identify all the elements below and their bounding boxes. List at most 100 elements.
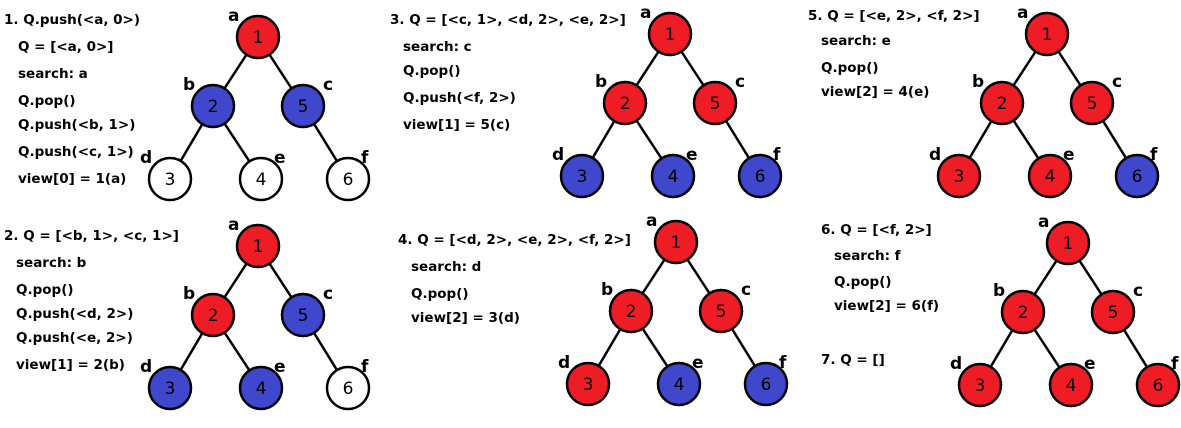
node-label: f xyxy=(361,357,369,377)
tree-node-c: 5c xyxy=(698,280,751,334)
node-value: 3 xyxy=(975,376,986,396)
node-value: 6 xyxy=(343,170,354,190)
tree-node-a: 1a xyxy=(1017,3,1070,57)
tree-node-d: 3d xyxy=(552,145,605,199)
tree-node-c: 5c xyxy=(1090,281,1143,335)
tree-node-d: 3d xyxy=(929,145,982,199)
node-value: 4 xyxy=(1045,167,1056,187)
node-label: e xyxy=(692,353,704,373)
node-label: b xyxy=(183,75,195,95)
node-label: b xyxy=(601,280,613,300)
node-value: 1 xyxy=(1063,234,1074,254)
node-circle xyxy=(235,223,281,269)
node-label: d xyxy=(929,145,941,165)
node-value: 1 xyxy=(665,25,676,45)
node-label: f xyxy=(1171,354,1179,374)
node-value: 6 xyxy=(1153,376,1164,396)
step-line: Q.pop() xyxy=(834,274,892,290)
node-circle xyxy=(1024,11,1070,57)
step-line: search: c xyxy=(403,39,472,55)
node-circle xyxy=(602,80,648,126)
node-value: 1 xyxy=(671,233,682,253)
node-value: 5 xyxy=(710,94,721,114)
node-circle xyxy=(698,288,744,334)
node-label: f xyxy=(1150,145,1158,165)
node-circle xyxy=(238,365,284,411)
tree-node-a: 1a xyxy=(228,6,281,60)
node-value: 2 xyxy=(1018,303,1029,323)
node-label: f xyxy=(773,145,781,165)
node-label: d xyxy=(558,353,570,373)
node-value: 4 xyxy=(674,375,685,395)
tree-diagram-3: 1a 2b 5c 3d 4e 6f xyxy=(552,3,783,199)
node-value: 4 xyxy=(256,170,267,190)
node-circle xyxy=(656,361,702,407)
node-circle xyxy=(280,83,326,129)
node-value: 6 xyxy=(343,379,354,399)
node-value: 5 xyxy=(716,302,727,322)
step-line: 5. Q = [<e, 2>, <f, 2>] xyxy=(808,8,980,24)
node-label: e xyxy=(1084,354,1096,374)
tree-node-e: 4e xyxy=(650,145,698,199)
node-value: 4 xyxy=(668,167,679,187)
step-line: view[0] = 1(a) xyxy=(18,171,127,187)
node-value: 5 xyxy=(1087,94,1098,114)
node-circle xyxy=(737,153,783,199)
step-line: 4. Q = [<d, 2>, <e, 2>, <f, 2>] xyxy=(398,232,631,248)
tree-node-a: 1a xyxy=(646,211,699,265)
node-label: f xyxy=(361,148,369,168)
node-label: b xyxy=(595,72,607,92)
node-label: b xyxy=(993,281,1005,301)
node-circle xyxy=(650,153,696,199)
node-label: a xyxy=(1017,3,1028,23)
tree-node-e: 4e xyxy=(238,148,286,202)
tree-node-f: 6f xyxy=(1114,145,1160,199)
node-label: e xyxy=(686,145,698,165)
step-line: 1. Q.push(<a, 0>) xyxy=(4,12,141,28)
tree-node-c: 5c xyxy=(692,72,745,126)
node-value: 6 xyxy=(755,167,766,187)
tree-node-a: 1a xyxy=(1038,212,1091,266)
tree-node-e: 4e xyxy=(238,357,286,411)
step-line: Q.pop() xyxy=(18,93,76,109)
node-label: d xyxy=(552,145,564,165)
tree-node-c: 5c xyxy=(280,284,333,338)
step-line: Q = [<a, 0>] xyxy=(18,39,114,55)
node-value: 1 xyxy=(1042,25,1053,45)
step-line: Q.push(<c, 1>) xyxy=(18,144,134,160)
node-label: a xyxy=(228,6,239,26)
node-circle xyxy=(235,14,281,60)
node-circle xyxy=(238,156,284,202)
node-label: c xyxy=(1133,281,1143,301)
node-label: c xyxy=(323,75,333,95)
tree-node-d: 3d xyxy=(558,353,611,407)
node-label: c xyxy=(323,284,333,304)
step-line: Q.push(<b, 1>) xyxy=(18,117,136,133)
node-circle xyxy=(647,11,693,57)
tree-node-f: 6f xyxy=(737,145,783,199)
node-value: 3 xyxy=(954,167,965,187)
step-line: view[1] = 5(c) xyxy=(403,117,511,133)
node-circle xyxy=(325,156,371,202)
node-circle xyxy=(1000,289,1046,335)
tree-node-f: 6f xyxy=(325,148,371,202)
node-circle xyxy=(565,361,611,407)
step-line: search: e xyxy=(821,33,891,49)
node-value: 3 xyxy=(165,170,176,190)
tree-node-c: 5c xyxy=(1069,72,1122,126)
node-value: 1 xyxy=(253,28,264,48)
node-value: 3 xyxy=(577,167,588,187)
node-label: d xyxy=(140,357,152,377)
node-value: 6 xyxy=(761,375,772,395)
tree-node-b: 2b xyxy=(601,280,654,334)
step-line: 3. Q = [<c, 1>, <d, 2>, <e, 2>] xyxy=(390,12,626,28)
tree-node-b: 2b xyxy=(972,72,1025,126)
node-label: a xyxy=(646,211,657,231)
tree-node-b: 2b xyxy=(595,72,648,126)
tree-node-a: 1a xyxy=(640,3,693,57)
